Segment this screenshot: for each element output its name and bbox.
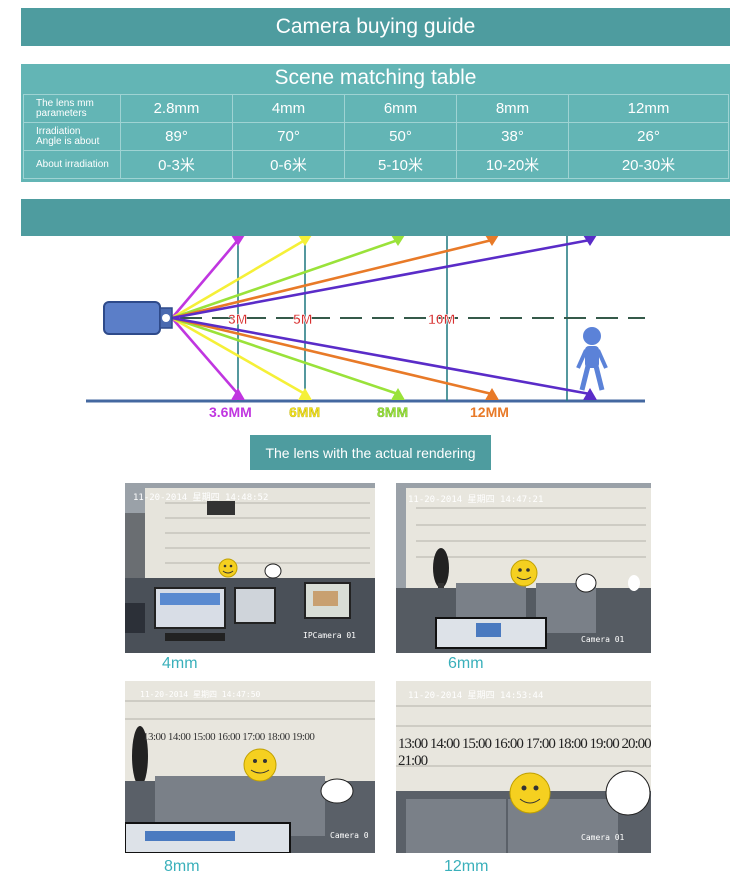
photo-timestamp: 11-20-2014 星期四 14:48:52	[133, 493, 269, 503]
photo-camera-id: Camera 0	[330, 831, 369, 840]
table-cell: 70°	[232, 122, 345, 151]
beam-arrowhead	[298, 388, 312, 400]
lens-beam-upper	[171, 239, 239, 319]
beam-arrowhead	[391, 236, 405, 246]
diagram-header-bar	[21, 199, 730, 236]
calendar-hours: 13:00 14:00 15:00 16:00 17:00 18:00 19:0…	[143, 731, 315, 743]
beam-arrowhead	[298, 236, 312, 246]
table-cell: 8mm	[456, 94, 569, 123]
lens-beam-lower	[171, 316, 591, 396]
lens-coverage-diagram: 3M 5M 10M 3.6MM 6MM 8MM 12MM	[86, 236, 645, 420]
table-row: About irradiation 0-3米 0-6米 5-10米 10-20米…	[23, 150, 729, 179]
beam-arrowhead	[231, 388, 245, 400]
photo-camera-id: Camera 01	[581, 635, 625, 644]
beam-arrowhead	[485, 236, 499, 246]
photo-timestamp: 11-20-2014 星期四 14:47:21	[408, 495, 544, 505]
table-cell: 5-10米	[344, 150, 457, 179]
page-title: Camera buying guide	[275, 15, 476, 38]
camera-icon	[103, 301, 173, 335]
distance-label-10m: 10M	[428, 311, 455, 327]
table-cell: 4mm	[232, 94, 345, 123]
camera-photo-12mm: 11-20-2014 星期四 14:53:44 13:00 14:00 15:0…	[396, 681, 651, 853]
row-label: About irradiation	[23, 150, 121, 179]
photo-label-4mm: 4mm	[162, 655, 198, 672]
lens-beam-lower	[171, 317, 239, 395]
lens-beam-upper	[171, 238, 306, 320]
camera-photo-4mm: 11-20-2014 星期四 14:48:52 IPCamera 01	[125, 483, 375, 653]
table-cell: 89°	[120, 122, 233, 151]
beam-arrowhead	[583, 236, 597, 246]
lens-label-6mm: 6MM	[289, 404, 320, 420]
photo-timestamp: 11-20-2014 星期四 14:53:44	[408, 691, 544, 701]
photo-camera-id: Camera 01	[581, 833, 625, 842]
camera-photo-6mm: 11-20-2014 星期四 14:47:21 Camera 01	[396, 483, 651, 653]
table-cell: 12mm	[568, 94, 729, 123]
distance-label-3m: 3M	[228, 311, 247, 327]
photo-timestamp: 11-20-2014 星期四 14:47:50	[140, 690, 261, 699]
lens-beam-lower	[171, 316, 493, 396]
beam-arrowhead	[231, 236, 245, 246]
photo-label-12mm: 12mm	[444, 858, 489, 875]
table-cell: 26°	[568, 122, 729, 151]
lens-beam-upper	[171, 238, 399, 320]
table-heading: Scene matching table	[274, 66, 477, 89]
lens-beam-lower	[171, 316, 399, 396]
photo-camera-id: IPCamera 01	[303, 631, 356, 640]
table-cell: 6mm	[344, 94, 457, 123]
beam-group	[171, 236, 597, 400]
camera-photo-8mm: 11-20-2014 星期四 14:47:50 13:00 14:00 15:0…	[125, 681, 375, 853]
lens-beam-upper	[171, 238, 591, 320]
table-cell: 38°	[456, 122, 569, 151]
lens-label-12mm: 12MM	[470, 404, 509, 420]
photo-label-8mm: 8mm	[164, 858, 200, 875]
beam-arrowhead	[583, 388, 597, 400]
beam-arrowhead	[485, 388, 499, 400]
lens-label-3.6mm: 3.6MM	[209, 404, 252, 420]
photo-label-6mm: 6mm	[448, 655, 484, 672]
table-cell: 0-6米	[232, 150, 345, 179]
lens-label-8mm: 8MM	[377, 404, 408, 420]
table-cell: 2.8mm	[120, 94, 233, 123]
distance-label-5m: 5M	[293, 311, 312, 327]
table-cell: 20-30米	[568, 150, 729, 179]
person-icon	[576, 327, 608, 391]
beam-arrowhead	[391, 388, 405, 400]
lens-beam-upper	[171, 238, 493, 320]
calendar-hours: 13:00 14:00 15:00 16:00 17:00 18:00 19:0…	[398, 736, 651, 769]
table-cell: 50°	[344, 122, 457, 151]
lens-beam-lower	[171, 316, 306, 396]
table-cell: 10-20米	[456, 150, 569, 179]
rendering-title: The lens with the actual rendering	[265, 444, 476, 461]
title-banner: Camera buying guide	[21, 8, 730, 46]
rendering-title-box: The lens with the actual rendering	[250, 435, 491, 470]
table-cell: 0-3米	[120, 150, 233, 179]
